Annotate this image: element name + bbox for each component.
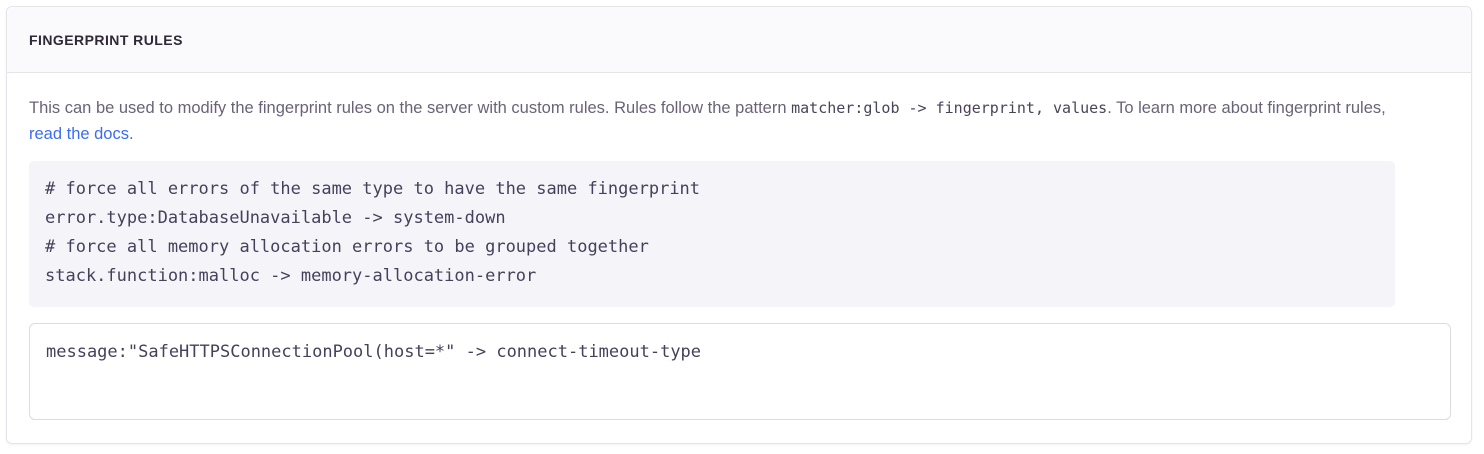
panel-body: This can be used to modify the fingerpri… [7,73,1471,420]
help-text-part-2: . To learn more about fingerprint rules, [1107,99,1386,117]
fingerprint-rules-input[interactable] [29,323,1451,420]
read-the-docs-link[interactable]: read the docs [29,125,129,143]
help-text-part-1: This can be used to modify the fingerpri… [29,99,792,117]
example-rules-code-block: # force all errors of the same type to h… [29,161,1395,307]
inline-code-pattern: matcher:glob -> fingerprint, values [791,99,1108,117]
panel-header: FINGERPRINT RULES [7,7,1471,73]
fingerprint-rules-panel: FINGERPRINT RULES This can be used to mo… [6,6,1472,444]
page-title: FINGERPRINT RULES [29,31,183,48]
help-description: This can be used to modify the fingerpri… [29,95,1394,147]
help-text-part-3: . [128,125,134,143]
